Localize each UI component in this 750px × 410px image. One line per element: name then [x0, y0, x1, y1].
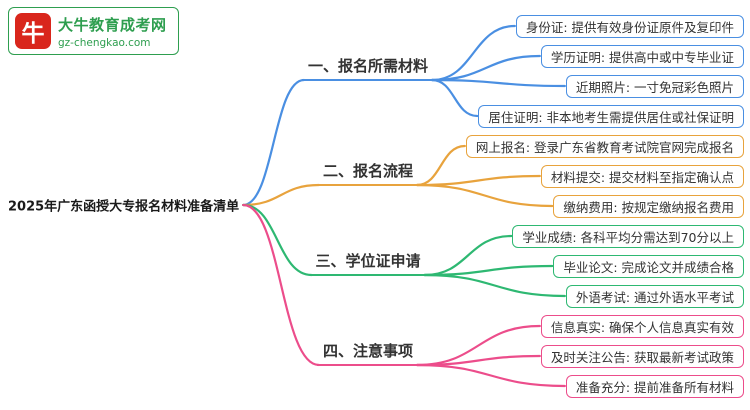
root-topic: 2025年广东函授大专报名材料准备清单 [8, 199, 240, 215]
leaf-node: 身份证: 提供有效身份证原件及复印件 [515, 14, 744, 38]
logo-title: 大牛教育成考网 [58, 15, 167, 34]
logo-domain: gz-chengkao.com [58, 36, 151, 49]
leaf-node: 准备充分: 提前准备所有材料 [565, 374, 744, 398]
site-logo: 牛 大牛教育成考网 gz-chengkao.com [8, 7, 179, 55]
leaf-node: 学历证明: 提供高中或中专毕业证 [540, 44, 744, 68]
connector-curve [430, 24, 516, 82]
leaf-node: 学业成绩: 各科平均分需达到70分以上 [512, 224, 744, 248]
connector-curve [242, 78, 306, 207]
leaf-node: 材料提交: 提交材料至指定确认点 [540, 164, 744, 188]
connector-curve [415, 324, 541, 367]
branch-topic: 三、学位证申请 [309, 248, 427, 276]
connector-curve [242, 183, 321, 207]
connector-curve [423, 264, 554, 277]
leaf-node: 网上报名: 登录广东省教育考试院官网完成报名 [465, 134, 744, 158]
connector-curve [415, 363, 566, 388]
leaf-node: 缴纳费用: 按规定缴纳报名费用 [553, 194, 744, 218]
branch-topic: 四、注意事项 [316, 338, 420, 366]
leaf-node: 居住证明: 非本地考生需提供居住或社保证明 [478, 104, 744, 128]
leaf-node: 毕业论文: 完成论文并成绩合格 [553, 254, 744, 278]
leaf-node: 近期照片: 一寸免冠彩色照片 [565, 74, 744, 98]
connector-curve [415, 183, 554, 208]
leaf-node: 及时关注公告: 获取最新考试政策 [540, 344, 744, 368]
connector-curve [415, 174, 541, 187]
connector-curve [242, 203, 313, 277]
connector-curve [415, 144, 466, 187]
connector-curve [430, 78, 566, 88]
branch-topic: 二、报名流程 [316, 158, 420, 186]
connector-curve [430, 78, 479, 118]
connector-curve [415, 354, 541, 367]
leaf-node: 信息真实: 确保个人信息真实有效 [540, 314, 744, 338]
leaf-node: 外语考试: 通过外语水平考试 [565, 284, 744, 308]
connector-curve [423, 234, 513, 277]
connector-curve [430, 54, 541, 82]
connector-curve [423, 273, 566, 298]
branch-topic: 一、报名所需材料 [301, 53, 435, 81]
connector-curve [242, 203, 321, 367]
logo-text: 大牛教育成考网 gz-chengkao.com [58, 14, 167, 49]
logo-bull-icon: 牛 [15, 13, 51, 49]
